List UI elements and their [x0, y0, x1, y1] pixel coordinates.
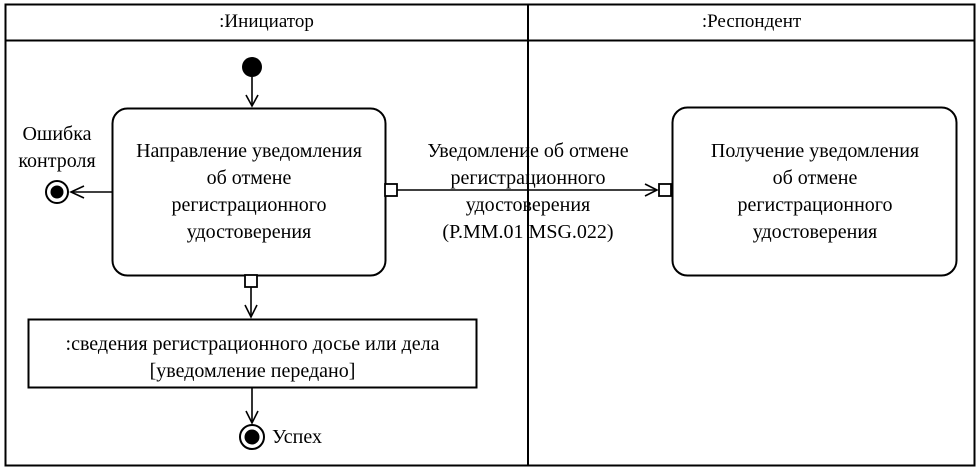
action-send-label: Направление уведомления об отмене регист…: [112, 138, 386, 246]
error-label: Ошибка контроля: [4, 121, 110, 175]
output-pin-result-icon: [244, 274, 258, 288]
message-label: Уведомление об отмене регистрационного у…: [398, 138, 658, 246]
error-label-line: контроля: [18, 150, 96, 172]
message-label-line: Уведомление об отмене: [427, 140, 629, 162]
arrow-send-to-object: [244, 287, 258, 319]
input-pin-message-icon: [658, 183, 672, 197]
object-node-line: [уведомление передано]: [149, 360, 356, 382]
action-send-line: регистрационного: [171, 194, 327, 216]
message-label-line: (P.MM.01 MSG.022): [442, 221, 614, 243]
arrow-message-head: [644, 183, 659, 197]
error-label-line: Ошибка: [22, 123, 92, 145]
object-node-line: :сведения регистрационного досье или дел…: [65, 333, 440, 355]
action-receive-line: об отмене: [772, 167, 858, 189]
action-send-line: об отмене: [206, 167, 292, 189]
object-node-label: :сведения регистрационного досье или дел…: [28, 331, 477, 385]
initial-node-icon: [242, 57, 262, 77]
action-receive-line: удостоверения: [752, 221, 878, 243]
arrow-send-to-error: [69, 185, 112, 199]
final-node-error-icon: [45, 180, 69, 204]
lane-header-respondent: :Респондент: [701, 11, 802, 32]
action-receive-line: регистрационного: [737, 194, 893, 216]
message-label-line: регистрационного: [450, 167, 606, 189]
action-receive-box: [671, 106, 958, 277]
message-label-line: удостоверения: [465, 194, 591, 216]
arrow-start-to-send: [245, 77, 259, 108]
object-node-box: [27, 318, 478, 389]
output-pin-message-icon: [384, 183, 398, 197]
action-receive-line: Получение уведомления: [710, 140, 920, 162]
action-send-line: удостоверения: [186, 221, 312, 243]
action-receive-label: Получение уведомления об отмене регистра…: [673, 138, 957, 246]
action-send-line: Направление уведомления: [136, 140, 362, 162]
final-node-success-icon: [239, 424, 265, 450]
success-label: Успех: [272, 426, 322, 448]
lane-header-initiator: :Инициатор: [219, 11, 314, 32]
arrow-object-to-success: [245, 388, 259, 425]
